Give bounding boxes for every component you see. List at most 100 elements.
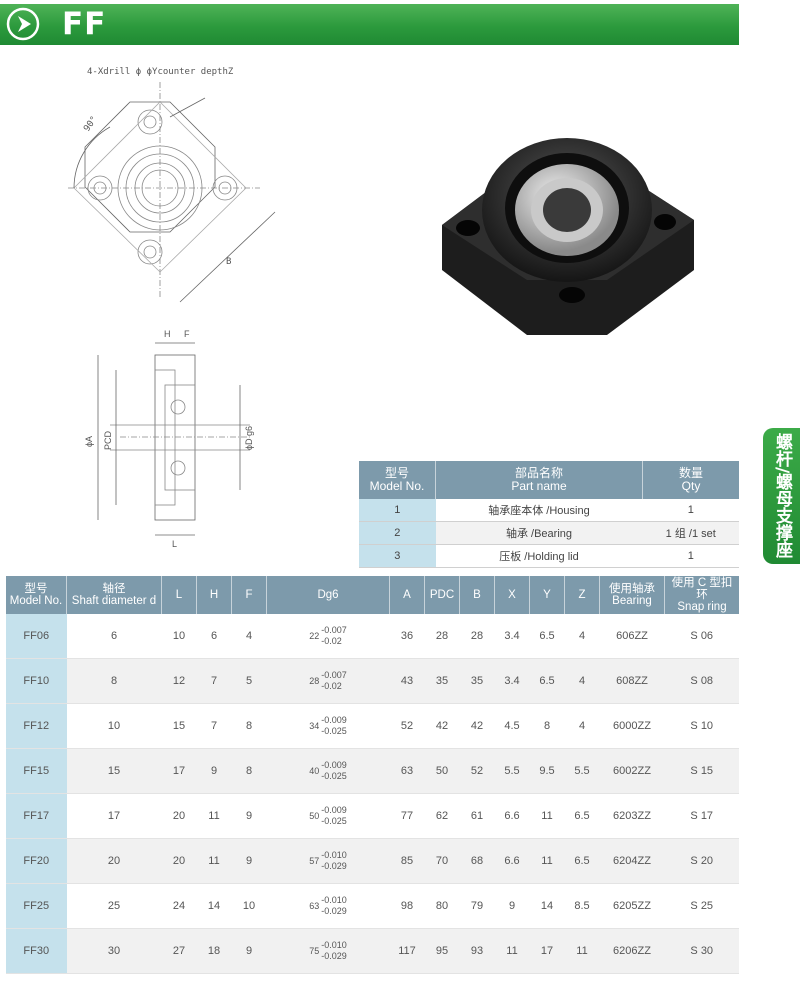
- spec-header-f: F: [231, 576, 267, 614]
- spec-cell-a: 98: [389, 883, 425, 929]
- spec-cell-f: 9: [231, 793, 267, 839]
- dim-pcd-label: PCD: [103, 430, 113, 450]
- spec-cell-y: 9.5: [529, 748, 565, 794]
- spec-header-l: L: [161, 576, 197, 614]
- dim-b-label: B: [226, 257, 231, 267]
- spec-cell-d: 30: [66, 928, 162, 974]
- spec-cell-d: 10: [66, 703, 162, 749]
- dim-f-label: F: [184, 329, 190, 339]
- spec-cell-b: 28: [459, 614, 495, 659]
- spec-cell-y: 14: [529, 883, 565, 929]
- spec-cell-z: 4: [564, 703, 600, 749]
- spec-cell-pdc: 95: [424, 928, 460, 974]
- spec-cell-x: 4.5: [494, 703, 530, 749]
- table-row: 2 轴承 /Bearing 1 组 /1 set: [359, 521, 739, 545]
- spec-cell-ring: S 08: [664, 658, 739, 704]
- dg6-cell: 63-0.010-0.029: [266, 883, 390, 929]
- dg6-cell: 28-0.007-0.02: [266, 658, 390, 704]
- spec-cell-pdc: 42: [424, 703, 460, 749]
- spec-cell-z: 11: [564, 928, 600, 974]
- spec-cell-bearing: 6203ZZ: [599, 793, 665, 839]
- spec-cell-d: 25: [66, 883, 162, 929]
- spec-cell-a: 77: [389, 793, 425, 839]
- page-title: FF: [62, 6, 107, 42]
- spec-cell-l: 20: [161, 793, 197, 839]
- dim-l-label: L: [172, 539, 177, 549]
- dim-a-label: ϕA: [84, 436, 94, 447]
- spec-cell-y: 11: [529, 838, 565, 884]
- spec-cell-bearing: 606ZZ: [599, 614, 665, 659]
- spec-cell-ring: S 06: [664, 614, 739, 659]
- table-row: 1 轴承座本体 /Housing 1: [359, 499, 739, 522]
- spec-cell-a: 43: [389, 658, 425, 704]
- spec-cell-f: 8: [231, 703, 267, 749]
- dim-h-label: H: [164, 329, 171, 339]
- hole-note-label: 4-Xdrill ϕ ϕYcounter depthZ: [87, 67, 234, 77]
- spec-cell-pdc: 50: [424, 748, 460, 794]
- spec-cell-b: 68: [459, 838, 495, 884]
- spec-cell-z: 8.5: [564, 883, 600, 929]
- spec-cell-b: 42: [459, 703, 495, 749]
- spec-header-dg6: Dg6: [266, 576, 390, 614]
- spec-header-b: B: [459, 576, 495, 614]
- spec-cell-x: 5.5: [494, 748, 530, 794]
- spec-cell-a: 36: [389, 614, 425, 659]
- dg6-cell: 22-0.007-0.02: [266, 614, 390, 659]
- spec-cell-pdc: 80: [424, 883, 460, 929]
- spec-cell-ring: S 25: [664, 883, 739, 929]
- spec-cell-h: 11: [196, 838, 232, 884]
- spec-cell-bearing: 6206ZZ: [599, 928, 665, 974]
- spec-header-h: H: [196, 576, 232, 614]
- spec-cell-d: 8: [66, 658, 162, 704]
- spec-cell-l: 27: [161, 928, 197, 974]
- spec-cell-b: 52: [459, 748, 495, 794]
- spec-cell-y: 6.5: [529, 658, 565, 704]
- side-category-tab[interactable]: 螺杆/螺母支撑座: [763, 428, 800, 564]
- spec-cell-bearing: 6205ZZ: [599, 883, 665, 929]
- model-cell: FF06: [6, 614, 67, 659]
- spec-cell-a: 63: [389, 748, 425, 794]
- spec-cell-pdc: 70: [424, 838, 460, 884]
- spec-cell-d: 20: [66, 838, 162, 884]
- spec-cell-ring: S 15: [664, 748, 739, 794]
- spec-cell-z: 4: [564, 614, 600, 659]
- spec-cell-ring: S 30: [664, 928, 739, 974]
- spec-cell-f: 9: [231, 928, 267, 974]
- model-cell: FF17: [6, 793, 67, 839]
- dim-d-label: ϕD g6: [244, 426, 254, 450]
- spec-cell-pdc: 35: [424, 658, 460, 704]
- spec-cell-h: 9: [196, 748, 232, 794]
- spec-cell-z: 4: [564, 658, 600, 704]
- spec-cell-a: 52: [389, 703, 425, 749]
- spec-cell-pdc: 28: [424, 614, 460, 659]
- spec-header-x: X: [494, 576, 530, 614]
- spec-cell-x: 6.6: [494, 838, 530, 884]
- dg6-cell: 40-0.009-0.025: [266, 748, 390, 794]
- spec-cell-f: 4: [231, 614, 267, 659]
- spec-cell-f: 10: [231, 883, 267, 929]
- model-cell: FF30: [6, 928, 67, 974]
- spec-cell-a: 117: [389, 928, 425, 974]
- table-row: 3 压板 /Holding lid 1: [359, 544, 739, 568]
- spec-cell-l: 12: [161, 658, 197, 704]
- model-cell: FF10: [6, 658, 67, 704]
- spec-header-y: Y: [529, 576, 565, 614]
- spec-cell-h: 7: [196, 658, 232, 704]
- spec-cell-d: 15: [66, 748, 162, 794]
- spec-cell-x: 11: [494, 928, 530, 974]
- model-cell: FF20: [6, 838, 67, 884]
- spec-cell-h: 14: [196, 883, 232, 929]
- dg6-cell: 57-0.010-0.029: [266, 838, 390, 884]
- spec-cell-z: 5.5: [564, 748, 600, 794]
- spec-cell-h: 6: [196, 614, 232, 659]
- section-header: FF: [0, 4, 739, 45]
